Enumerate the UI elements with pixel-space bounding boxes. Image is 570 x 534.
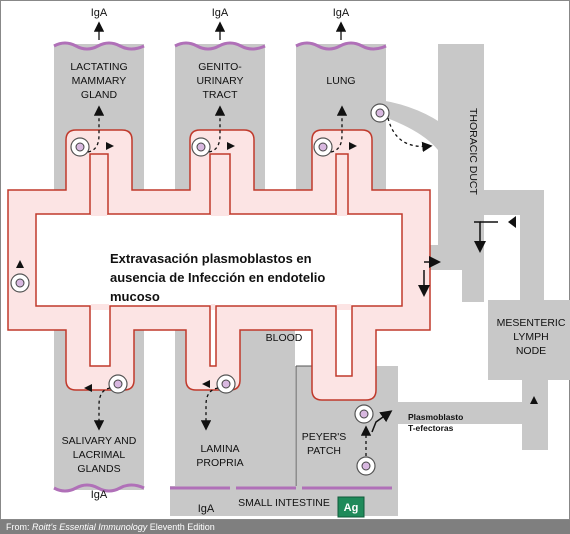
thoracic-duct-upper	[418, 44, 462, 270]
thoracic-duct-right	[462, 44, 484, 302]
epithelium-lung	[295, 41, 387, 51]
iga-label-lamina: IgA	[198, 503, 215, 515]
footer-source: Roitt's Essential Immunology	[32, 522, 148, 532]
epithelium-genito	[174, 41, 266, 51]
lymph-to-peyers	[380, 402, 548, 424]
label-line: Plasmoblasto	[408, 412, 463, 422]
label-line: PATCH	[307, 445, 341, 457]
label-line: Extravasación plasmoblastos en	[110, 251, 312, 266]
label-line: mucoso	[110, 289, 160, 304]
iga-label-1: IgA	[91, 7, 108, 19]
label-line: URINARY	[196, 75, 243, 87]
lamina-propria-label: LAMINA PROPRIA	[196, 443, 243, 469]
epithelium-lactating	[53, 41, 145, 51]
duct-down	[520, 190, 544, 300]
cell-icon	[354, 404, 374, 424]
epithelium-salivary	[53, 483, 145, 493]
mesenteric-lymph-node-label: MESENTERIC LYMPH NODE	[497, 317, 566, 357]
mesenteric-lymph-node	[488, 300, 570, 400]
cell-icon	[370, 103, 390, 123]
blood-loop-interior	[35, 213, 403, 377]
label-line: GLANDS	[77, 463, 120, 475]
thoracic-duct-label: THORACIC DUCT	[467, 108, 479, 195]
label-line: LAMINA	[200, 443, 239, 455]
footer-prefix: From:	[6, 522, 32, 532]
cells	[10, 103, 390, 476]
source-footer: From: Roitt's Essential Immunology Eleve…	[0, 520, 570, 534]
label-line: TRACT	[203, 89, 239, 101]
genitourinary-label: GENITO- URINARY TRACT	[196, 61, 243, 101]
label-line: LACTATING	[70, 61, 127, 73]
label-line: ausencia de Infección en endotelio	[110, 270, 325, 285]
lactating-gland-label: LACTATING MAMMARY GLAND	[70, 61, 127, 101]
cell-icon	[216, 374, 236, 394]
label-line: T-efectoras	[408, 423, 454, 433]
cell-icon	[313, 137, 333, 157]
label-line: PEYER'S	[302, 431, 347, 443]
label-line: NODE	[516, 345, 546, 357]
label-line: LYMPH	[513, 331, 548, 343]
label-line: GENITO-	[198, 61, 242, 73]
label-line: LUNG	[326, 75, 355, 87]
label-line: SALIVARY AND	[62, 435, 137, 447]
cell-icon	[108, 374, 128, 394]
iga-label-2: IgA	[212, 7, 229, 19]
antigen-label: Ag	[344, 502, 359, 514]
salivary-glands-label: SALIVARY AND LACRIMAL GLANDS	[62, 435, 137, 475]
cell-icon	[10, 273, 30, 293]
footer-edition: Eleventh Edition	[147, 522, 215, 532]
antigen-box	[337, 496, 365, 518]
immunology-diagram: IgA IgA IgA LACTATING MAMMARY GLAND GENITO…	[0, 0, 570, 520]
label-line: PROPRIA	[196, 457, 243, 469]
iga-label-salivary: IgA	[91, 489, 108, 501]
duct-flow-lines	[371, 221, 498, 433]
cell-icon	[70, 137, 90, 157]
iga-label-3: IgA	[333, 7, 350, 19]
lung-label: LUNG	[326, 75, 355, 87]
annotation-text: Extravasación plasmoblastos en ausencia d…	[110, 251, 325, 304]
extravasation-arrows	[87, 105, 433, 456]
iga-arrows-top	[93, 21, 347, 40]
cell-icon	[356, 456, 376, 476]
label-line: LACRIMAL	[73, 449, 126, 461]
flow-arrows	[16, 142, 538, 404]
small-intestine-label: SMALL INTESTINE	[238, 497, 330, 509]
cell-icon	[191, 137, 211, 157]
lung-to-duct-channel	[370, 100, 462, 150]
label-line: MAMMARY	[72, 75, 127, 87]
peyers-patch-label: PEYER'S PATCH	[302, 431, 347, 457]
label-line: MESENTERIC	[497, 317, 566, 329]
blood-label: BLOOD	[266, 332, 303, 344]
label-line: GLAND	[81, 89, 118, 101]
